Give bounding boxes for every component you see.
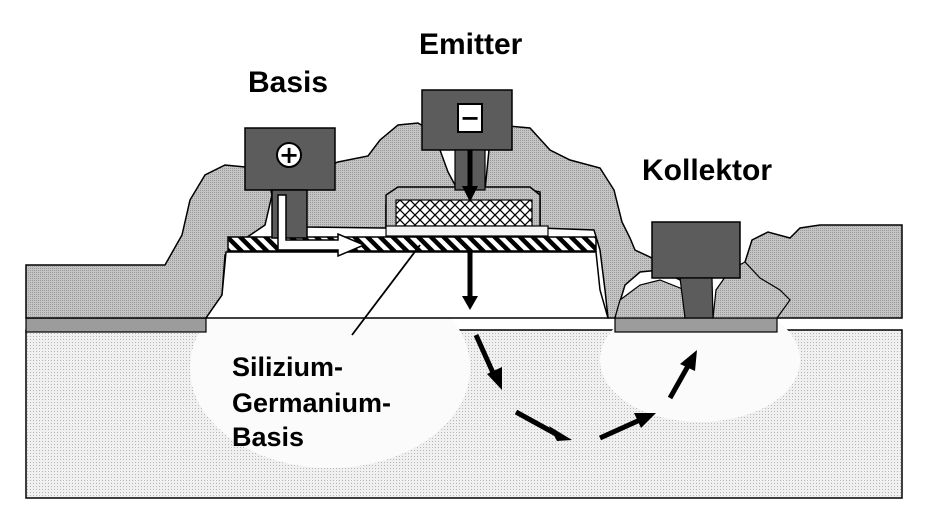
- plus-symbol-circle: [276, 142, 302, 168]
- electron-arrowhead-2: [487, 367, 502, 390]
- electron-path-arrows: [462, 252, 697, 441]
- collector-contact: [651, 221, 741, 279]
- emitter-crosshatch: [395, 199, 533, 227]
- active-silicon-island: [204, 251, 609, 319]
- base-current-arrow: [277, 194, 366, 258]
- minus-symbol: −: [460, 104, 480, 132]
- sige-label-line3: Basis: [232, 422, 304, 452]
- electron-arrow-3: [514, 409, 558, 437]
- electron-arrowhead-1: [462, 296, 478, 310]
- minus-symbol-box: [457, 103, 483, 133]
- plus-symbol: +: [279, 141, 299, 169]
- electron-arrowhead-4: [634, 413, 656, 428]
- collector-label: Kollektor: [642, 154, 772, 187]
- collector-contact-stem: [679, 277, 714, 319]
- left-thin-layer: [25, 317, 207, 333]
- electron-arrowhead-3: [549, 426, 572, 441]
- emitter-down-arrowhead: [462, 186, 478, 202]
- electron-arrow-2: [473, 333, 497, 377]
- electron-arrowhead-5: [680, 350, 697, 371]
- electron-arrow-4: [598, 417, 642, 441]
- electron-arrow-5: [667, 364, 691, 400]
- emitter-white-strip: [385, 225, 549, 237]
- buried-collector-layer: [614, 317, 778, 333]
- emitter-label: Emitter: [419, 28, 523, 61]
- sige-label-line1: Silizium-: [232, 352, 343, 382]
- base-label: Basis: [248, 66, 328, 99]
- sige-label-line2: Germanium-: [232, 388, 391, 418]
- sige-pointer-line: [351, 244, 421, 336]
